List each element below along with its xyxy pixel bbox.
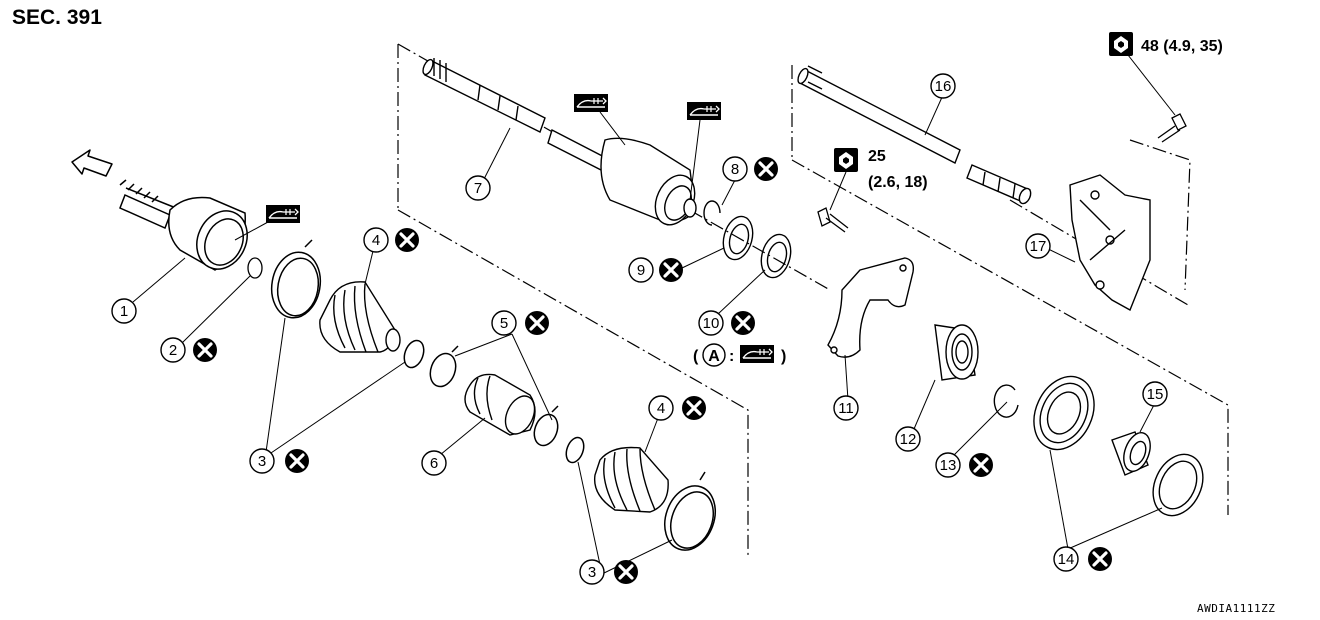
part-13-circlip — [993, 384, 1019, 418]
bolt-lower — [817, 207, 849, 233]
svg-text:13: 13 — [940, 457, 957, 474]
torque-spec-lower-detail: (2.6, 18) — [868, 174, 928, 191]
replace-icon — [191, 336, 219, 364]
part-11-bracket — [827, 257, 915, 358]
bolt-upper — [1157, 113, 1187, 143]
svg-text:6: 6 — [430, 455, 438, 472]
svg-text:11: 11 — [838, 400, 854, 417]
callout-10: 10 — [698, 310, 724, 336]
callout-14: 14 — [1053, 546, 1079, 572]
svg-text:9: 9 — [637, 262, 645, 279]
svg-text:A: A — [708, 348, 720, 365]
callout-16: 16 — [930, 73, 956, 99]
callout-15: 15 — [1142, 381, 1168, 407]
svg-text:5: 5 — [500, 315, 508, 332]
replace-icon — [283, 447, 311, 475]
svg-text:2: 2 — [169, 342, 177, 359]
svg-text:12: 12 — [900, 431, 917, 448]
replace-icon — [523, 309, 551, 337]
callout-circles: 1 2 3 3 4 4 5 6 7 8 9 10 11 12 13 14 15 … — [111, 73, 1168, 586]
torque-spec-upper: 48 (4.9, 35) — [1141, 38, 1223, 55]
part-6-damper — [464, 373, 536, 436]
svg-text:16: 16 — [935, 78, 952, 95]
svg-text:15: 15 — [1147, 386, 1164, 403]
part-inner-joint — [547, 128, 697, 226]
grease-icon — [686, 101, 722, 121]
svg-text:14: 14 — [1058, 551, 1075, 568]
part-1-outer-joint — [119, 179, 248, 271]
svg-text:(: ( — [693, 348, 699, 365]
svg-text:3: 3 — [588, 564, 596, 581]
front-arrow-icon — [71, 149, 113, 177]
svg-text:): ) — [781, 348, 786, 365]
callout-3b: 3 — [579, 559, 605, 585]
svg-text:1: 1 — [120, 303, 128, 320]
part-5-bands — [429, 345, 559, 447]
callout-11: 11 — [833, 395, 859, 421]
part-2-circlip — [247, 257, 263, 279]
callout-9: 9 — [628, 257, 654, 283]
leader-lines — [132, 94, 1163, 575]
callout-17: 17 — [1025, 233, 1051, 259]
callout-3a: 3 — [249, 448, 275, 474]
callout-1: 1 — [111, 298, 137, 324]
callout-8: 8 — [722, 156, 748, 182]
reference-a-note: ( A : ) — [693, 343, 786, 367]
part-15-bearing — [1111, 431, 1151, 476]
grease-icon — [265, 204, 301, 224]
section-title: SEC. 391 — [12, 6, 102, 29]
svg-text:7: 7 — [474, 180, 482, 197]
replace-icon — [393, 226, 421, 254]
svg-text:4: 4 — [372, 232, 380, 249]
svg-text:3: 3 — [258, 453, 266, 470]
replace-icon — [967, 451, 995, 479]
replace-icon — [752, 155, 780, 183]
callout-13: 13 — [935, 452, 961, 478]
replace-icon — [657, 256, 685, 284]
replace-icon — [680, 394, 708, 422]
callout-7: 7 — [465, 175, 491, 201]
torque-wrench-icon — [1109, 32, 1133, 56]
replace-icon — [1086, 545, 1114, 573]
part-16-shaft — [797, 65, 1032, 205]
svg-text:17: 17 — [1030, 238, 1047, 255]
torque-wrench-icon — [834, 148, 858, 172]
replace-icon — [729, 309, 757, 337]
svg-text:8: 8 — [731, 161, 739, 178]
callout-4b: 4 — [648, 395, 674, 421]
part-4-boots — [319, 281, 669, 513]
callout-4a: 4 — [363, 227, 389, 253]
replace-icon — [612, 558, 640, 586]
part-12-bearing — [934, 324, 979, 381]
svg-text::: : — [729, 348, 734, 365]
svg-text:10: 10 — [703, 315, 720, 332]
part-7-shaft — [422, 58, 546, 133]
part-3-boot-bands — [270, 239, 716, 551]
callout-6: 6 — [421, 450, 447, 476]
part-17-bracket — [1069, 174, 1151, 311]
grease-icon — [573, 93, 609, 113]
figure-code: AWDIA1111ZZ — [1197, 602, 1276, 615]
part-8-10-seals — [703, 200, 792, 279]
svg-text:4: 4 — [657, 400, 665, 417]
callout-2: 2 — [160, 337, 186, 363]
part-14-seals — [1033, 375, 1204, 517]
torque-spec-lower-value: 25 — [868, 148, 886, 165]
callout-12: 12 — [895, 426, 921, 452]
grease-icon — [739, 344, 775, 364]
callout-5: 5 — [491, 310, 517, 336]
